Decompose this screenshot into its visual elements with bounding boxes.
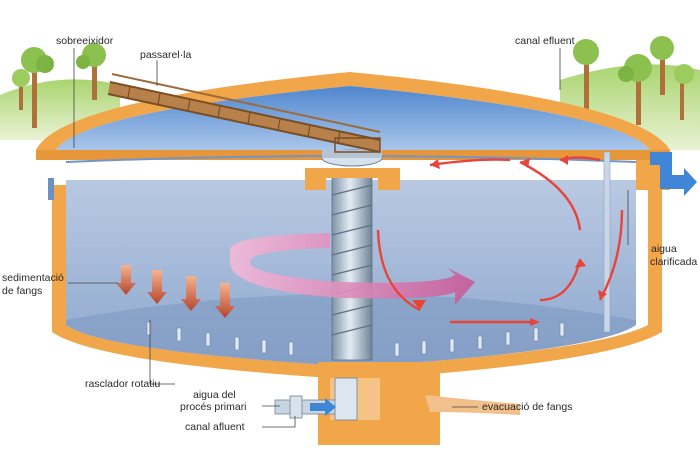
tree-icon [12,69,30,110]
sludge-arrow-icon [116,265,235,318]
flow-arrowhead [412,155,607,326]
leader-lines [68,48,629,428]
tree-icon [76,43,106,100]
label-canal-afluent: canal afluent [185,421,245,433]
label-aigua-clarificada-1: aigua [651,243,677,255]
label-rasclador-rotatiu: rasclador rotatiu [85,378,160,390]
label-canal-efluent: canal efluent [515,35,575,47]
inflow-arrow-icon [310,398,336,416]
label-sobreeixidor: sobreeixidor [56,35,114,47]
overflow-pipe [48,178,54,200]
label-aigua-proces-1: aigua del [193,389,236,401]
tree-icon [573,39,599,117]
flow-arrow-icon [376,156,624,324]
label-sedimentacio-2: de fangs [2,285,42,297]
central-column [305,149,400,361]
tree-icon [650,36,674,95]
tree-icon [21,47,54,128]
label-aigua-proces-2: procés primari [180,401,247,413]
label-sedimentacio-1: sedimentació [2,272,64,284]
rotation-arrow-icon [230,233,475,305]
outflow-arrow-icon [650,152,697,196]
scraper-blades [146,321,565,357]
label-aigua-clarificada-2: clarificada [650,256,697,268]
label-passarel-la: passarel·la [140,49,192,61]
tree-icon [674,64,694,120]
inflow-pipe [274,377,358,421]
tree-icon [618,54,652,125]
weir-wall [603,151,611,333]
label-evacuacio-fangs: evacuació de fangs [482,401,572,413]
